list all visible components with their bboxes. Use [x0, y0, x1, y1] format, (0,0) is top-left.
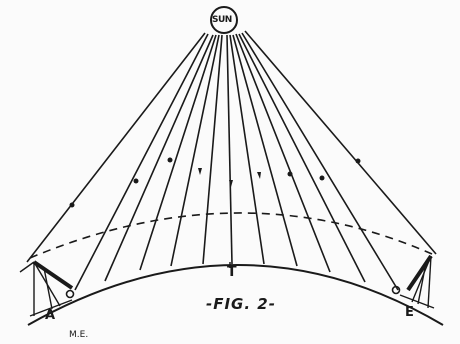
ray-arrow-7	[287, 171, 293, 177]
sun-ray-9	[232, 34, 298, 267]
figure-caption: -FIG. 2-	[206, 295, 276, 313]
ray-arrow-2	[133, 178, 139, 184]
sun-ray-10	[235, 33, 331, 273]
sun-ray-12	[241, 32, 399, 291]
ray-arrow-8	[319, 175, 325, 181]
point-t-label: T	[227, 264, 237, 280]
author-initials: M.E.	[69, 330, 89, 340]
sun-label: SUN	[212, 15, 232, 25]
reflector-a	[32, 260, 74, 290]
sun-ray-5	[170, 34, 220, 267]
ray-arrow-4	[198, 168, 202, 175]
sun-ray-3	[104, 34, 214, 282]
sun-ray-6	[202, 34, 223, 265]
sun-ray-7	[226, 34, 233, 265]
observer-e-structure	[391, 254, 435, 309]
sun-ray-13	[244, 30, 437, 255]
reflector-e	[406, 254, 433, 292]
sun-ray-2	[74, 33, 209, 291]
observer-a-eye	[65, 289, 75, 299]
sun-ray-8	[229, 34, 265, 265]
point-e-label: E	[405, 305, 414, 320]
sun-ray-1	[26, 32, 206, 263]
observer-a-structure	[19, 260, 75, 317]
ray-arrow-9	[355, 158, 361, 164]
ray-arrow-3	[167, 157, 173, 163]
sun-rays	[26, 30, 437, 291]
ray-arrow-6	[257, 172, 261, 179]
sun-circle	[210, 6, 238, 34]
earth-surface-arc	[27, 264, 444, 326]
reflector-a-tip	[19, 261, 35, 273]
observer-e-eye	[391, 285, 401, 295]
sun-ray-11	[238, 33, 366, 283]
ray-arrow-5	[229, 180, 233, 187]
ray-arrow-1	[69, 202, 75, 208]
ray-arrowheads	[69, 157, 361, 208]
atmosphere-dashed-arc	[29, 212, 433, 259]
sun-ray-4	[139, 34, 217, 271]
point-a-label: A	[45, 308, 56, 323]
